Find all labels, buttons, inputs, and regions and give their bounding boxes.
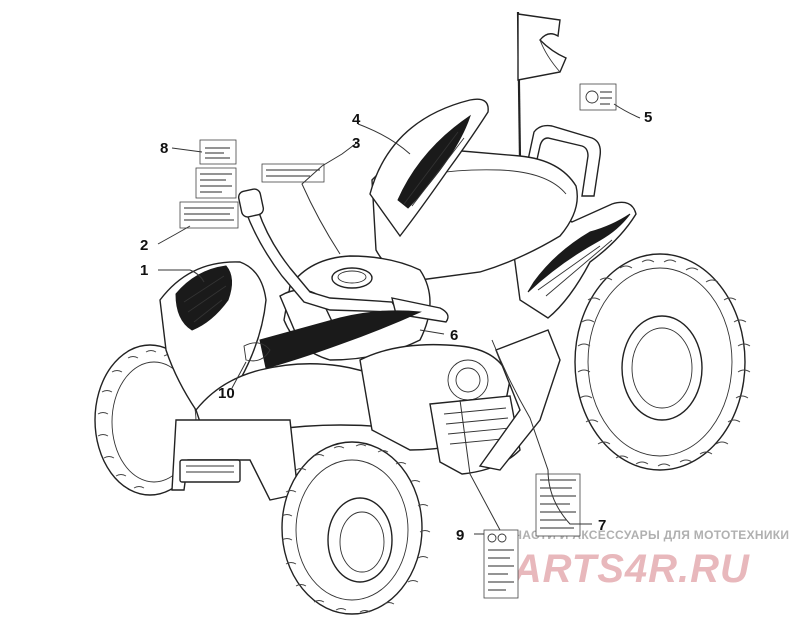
decal-10 bbox=[243, 342, 271, 362]
front-right-wheel bbox=[281, 441, 431, 615]
callout-3: 3 bbox=[352, 135, 360, 152]
leader-lines bbox=[157, 103, 641, 535]
callout-8: 8 bbox=[160, 140, 168, 157]
decal-7 bbox=[535, 473, 581, 537]
callout-7: 7 bbox=[598, 517, 606, 534]
callout-6: 6 bbox=[450, 327, 458, 344]
atv-body bbox=[159, 98, 637, 501]
callout-5: 5 bbox=[644, 109, 652, 126]
decal-9 bbox=[483, 529, 519, 599]
decal-5 bbox=[579, 83, 617, 111]
callout-9: 9 bbox=[456, 527, 464, 544]
callout-1: 1 bbox=[140, 262, 148, 279]
watermark: ЗАПЧАСТИ И АКСЕССУАРЫ ДЛЯ МОТОТЕХНИКИ PA… bbox=[488, 528, 789, 591]
decal-8 bbox=[199, 139, 237, 165]
callout-4: 4 bbox=[352, 111, 361, 128]
watermark-brand: PARTS4R.RU bbox=[488, 547, 750, 591]
callout-10: 10 bbox=[218, 385, 235, 402]
rear-right-wheel bbox=[574, 253, 751, 471]
watermark-tagline: ЗАПЧАСТИ И АКСЕССУАРЫ ДЛЯ МОТОТЕХНИКИ bbox=[488, 528, 789, 542]
safety-flag bbox=[516, 11, 567, 161]
decal-2-stack bbox=[179, 167, 239, 229]
callout-labels: 1 2 3 4 5 6 7 8 9 10 bbox=[140, 109, 652, 544]
callout-2: 2 bbox=[140, 237, 148, 254]
